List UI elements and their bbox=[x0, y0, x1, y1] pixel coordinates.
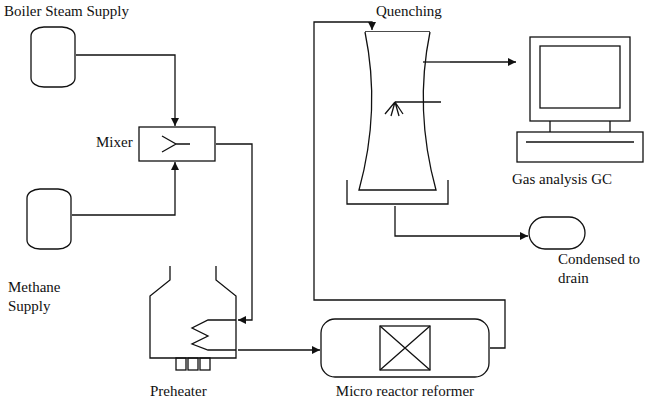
node-label: Mixer bbox=[96, 133, 133, 152]
node-label: Gas analysis GC bbox=[512, 170, 612, 189]
drain-tank-symbol bbox=[528, 216, 586, 250]
tank-node: Boiler Steam Supply bbox=[4, 2, 154, 92]
reactor-node: Micro reactor reformer bbox=[316, 316, 494, 404]
flow-connector bbox=[314, 22, 505, 348]
flow-connector bbox=[395, 206, 528, 236]
node-label: Quenching bbox=[376, 2, 442, 21]
node-label: Micro reactor reformer bbox=[316, 382, 494, 401]
furnace-node: Preheater bbox=[148, 266, 248, 404]
mixer-node: Mixer bbox=[96, 124, 220, 166]
gas-analyzer-node: Gas analysis GC bbox=[508, 36, 654, 192]
node-label: Condensed to drain bbox=[558, 250, 654, 288]
quench-tower-node: Quenching bbox=[340, 2, 460, 212]
node-label: Methane Supply bbox=[8, 278, 98, 316]
node-label: Boiler Steam Supply bbox=[4, 2, 129, 21]
reactor-symbol bbox=[320, 318, 490, 378]
gas-analyzer-symbol bbox=[516, 36, 644, 164]
mixer-symbol bbox=[138, 126, 216, 162]
flow-connector bbox=[450, 61, 516, 62]
quench-tower-symbol bbox=[345, 30, 450, 206]
tank-symbol bbox=[30, 26, 76, 88]
tank-symbol bbox=[26, 188, 72, 250]
flow-connector bbox=[238, 349, 320, 350]
node-label: Preheater bbox=[150, 382, 207, 401]
furnace-symbol bbox=[148, 266, 238, 378]
tank-node: Methane Supply bbox=[8, 186, 98, 320]
flow-connector bbox=[76, 55, 175, 126]
flow-connector bbox=[72, 162, 175, 215]
drain-tank-node: Condensed to drain bbox=[528, 212, 654, 294]
